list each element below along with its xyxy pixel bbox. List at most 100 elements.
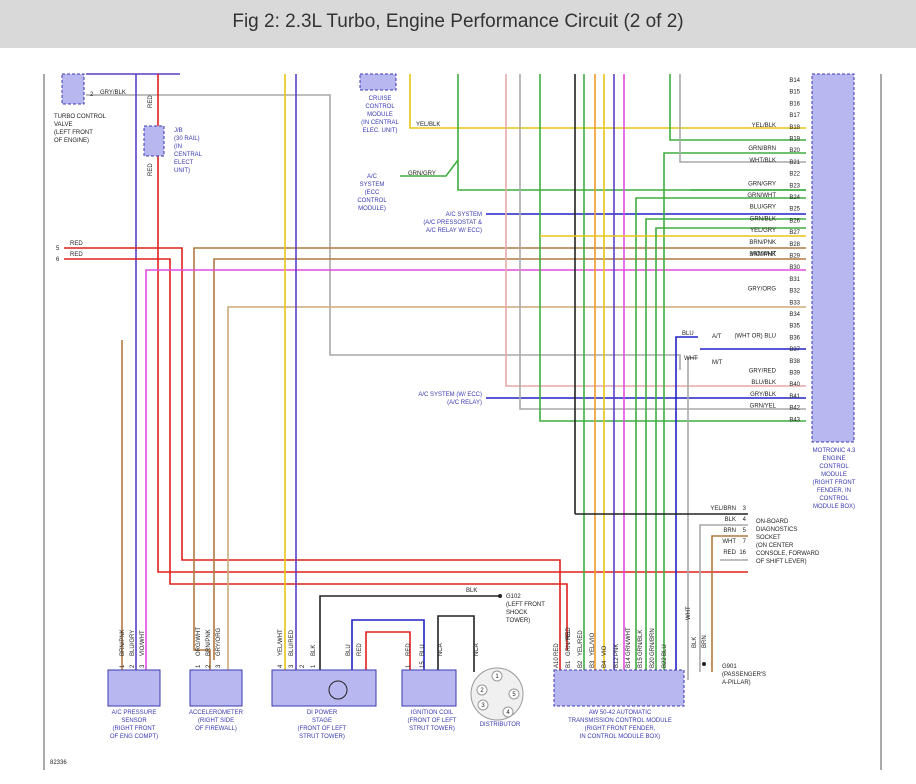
caption-motronic-line-0: MOTRONIC 4.3 [813, 448, 856, 454]
ecm-wire-B40: BLU/BLK [751, 380, 776, 386]
caption-ac-pressure-sensor-line-3: OF ENG COMPT) [110, 734, 158, 740]
wire-grn-top [669, 74, 806, 141]
ecm-wire-B32: GRY/ORG [748, 287, 777, 293]
accelerometer-block [189, 669, 243, 707]
coil-nca: NCA [438, 643, 444, 656]
tcm-wire-B14: GRN/WHT [626, 627, 632, 656]
ecm-pin-B26: B26 [789, 218, 800, 224]
tcm-pin-B4: B4 [602, 660, 608, 668]
label-at: A/T [712, 334, 722, 340]
ecm-pin-B34: B34 [789, 312, 800, 318]
tcm-wire-B12: PNK [614, 644, 620, 656]
obd-pin-3: 3 [743, 506, 747, 512]
wire-label-grn-gry: GRN/GRY [408, 171, 436, 177]
coil-pin-15: 15 [420, 661, 426, 668]
accel-pin-2: 2 [206, 664, 212, 668]
wire-label-blu: BLU [682, 331, 694, 337]
jb-block [143, 125, 165, 157]
caption-di-power-line-3: STRUT TOWER) [299, 734, 345, 740]
caption-di-power-line-2: (FRONT OF LEFT [298, 726, 347, 732]
obd-wire-7: WHT [722, 539, 736, 545]
caption-obd-line-0: ON-BOARD [756, 519, 789, 525]
wire-grn-blk [645, 218, 806, 672]
accel-wire-2: BRN/PNK [206, 629, 212, 656]
tcm-wire-B15: GRN/BLK [638, 630, 644, 656]
ecm-pin-B28: B28 [789, 242, 800, 248]
ecm-pin-B42: B42 [789, 406, 800, 412]
g901-wire-BLK: BLK [692, 637, 698, 648]
ecm-wire-B36: (WHT OR) BLU [734, 333, 776, 339]
ecm-pin-B32: B32 [789, 289, 800, 295]
caption-ac-pressostat-line-0: A/C SYSTEM [446, 212, 482, 218]
ecm-pin-B22: B22 [789, 172, 800, 178]
ecm-wire-B41: GRY/BLK [750, 392, 776, 398]
di-pin-4: 4 [278, 664, 284, 668]
caption-ac-ecc-line-4: MODULE) [358, 206, 386, 212]
caption-obd-line-1: DIAGNOSTICS [756, 527, 797, 533]
caption-turbo-valve-line-0: TURBO CONTROL [54, 114, 107, 120]
wire-label-gry-blk: GRY/BLK [100, 90, 126, 96]
wire-vio-wht [145, 269, 806, 672]
wire-blu-at [675, 336, 698, 672]
caption-obd-line-4: CONSOLE, FORWARD [756, 551, 820, 557]
tcm-pin-B15: B15 [638, 657, 644, 668]
caption-obd-line-5: OF SHIFT LEVER) [756, 559, 807, 565]
caption-ac-relay-line-1: (A/C RELAY) [447, 400, 482, 406]
ac-sensor-wire-2: BLU/GRY [130, 630, 136, 656]
caption-ac-pressure-sensor-line-1: SENSOR [121, 718, 147, 724]
coil-wire-15: BLU [420, 644, 426, 656]
caption-g102-line-1: (LEFT FRONT [506, 602, 545, 608]
di-wire-1: BLK [311, 645, 317, 656]
tcm-block [553, 669, 685, 707]
caption-di-power-line-1: STAGE [312, 718, 332, 724]
ecm-pin-B27: B27 [789, 230, 800, 236]
tcm-extra-red: RED [566, 627, 572, 640]
caption-g901-line-2: A-PILLAR) [722, 680, 751, 686]
caption-obd-line-2: SOCKET [756, 535, 781, 541]
tcm-wire-B2: YEL/RED [578, 630, 584, 656]
obd-wire-5: BRN [723, 528, 736, 534]
turbo-valve-block [61, 73, 85, 105]
distributor-pin-label-3: 3 [481, 703, 485, 709]
tcm-pin-B2: B2 [578, 660, 584, 668]
tcm-pin-B12: B12 [614, 657, 620, 668]
tcm-wire-A10: RED [554, 643, 560, 656]
caption-di-power-line-0: DI POWER [307, 710, 338, 716]
wire-grn-gry [457, 74, 806, 191]
ac-sensor-pin-3: 3 [140, 664, 146, 668]
di-extra-BLU: BLU [346, 644, 352, 656]
wire-wht-mt [687, 357, 698, 680]
left-red-6: RED [70, 252, 83, 258]
caption-motronic-line-2: CONTROL [819, 464, 849, 470]
ecm-pin-B20: B20 [789, 148, 800, 154]
caption-ac-pressostat-line-2: A/C RELAY W/ ECC) [426, 228, 482, 234]
caption-cruise-line-3: (IN CENTRAL [361, 120, 399, 126]
caption-motronic-line-6: CONTROL [819, 496, 849, 502]
obd-pin-7: 7 [743, 539, 747, 545]
tcm-wire-B3: YEL/VIO [590, 632, 596, 656]
di-wire-3: BLU/RED [289, 629, 295, 656]
ecm-pin-B16: B16 [789, 101, 800, 107]
ecm-wire-brn-pnk-extra: BRN/PNK [749, 252, 776, 258]
caption-motronic-line-1: ENGINE [822, 456, 845, 462]
ecm-pin-B35: B35 [789, 324, 800, 330]
ac-sensor-wire-1: BRN/PNK [120, 629, 126, 656]
ecm-pin-B40: B40 [789, 382, 800, 388]
distributor-pin-1 [491, 670, 503, 682]
caption-jb-line-0: J/B [174, 128, 183, 134]
obd-wire-16: RED [723, 550, 736, 556]
ecm-wire-B29: VIO/WHT [750, 252, 776, 258]
ignition-coil-block [401, 669, 457, 707]
accel-wire-3: GRY/ORG [216, 627, 222, 656]
ac-sensor-pin-2: 2 [130, 664, 136, 668]
caption-g901-line-0: G901 [722, 664, 737, 670]
caption-cruise-line-0: CRUISE [369, 96, 392, 102]
label-mt: M/T [712, 360, 723, 366]
distributor-pin-label-4: 4 [506, 710, 510, 716]
ecm-pin-B29: B29 [789, 254, 800, 260]
caption-g901-line-1: (PASSENGER'S [722, 672, 766, 678]
jb-red-top: RED [148, 95, 154, 108]
ecm-wire-B39: GRY/RED [749, 369, 777, 375]
